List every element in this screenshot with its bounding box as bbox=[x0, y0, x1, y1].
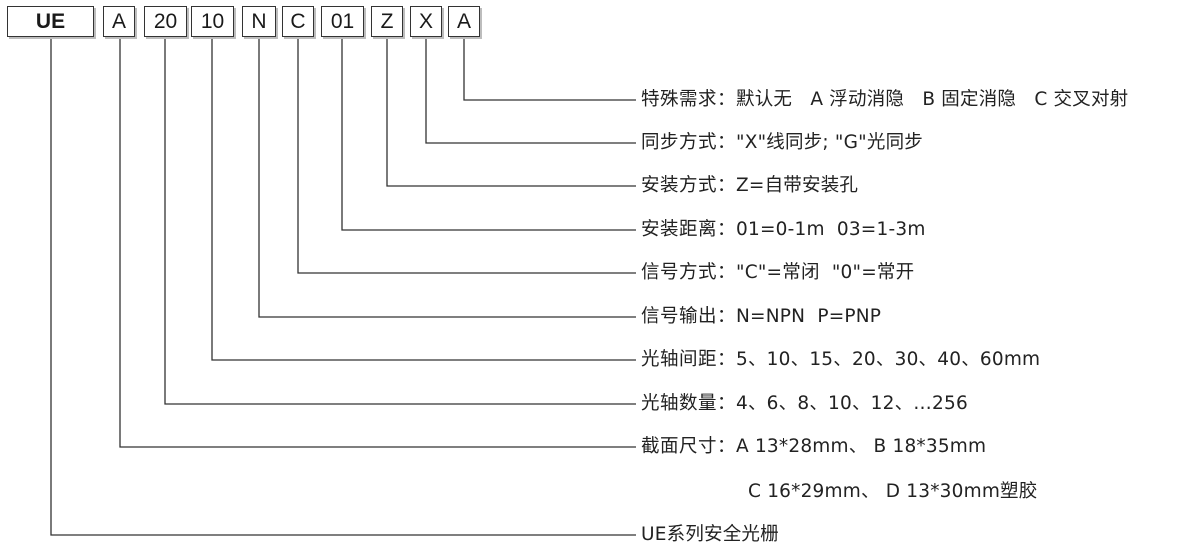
leader-line-axis-pitch bbox=[211, 39, 636, 361]
desc-value: N=NPN P=PNP bbox=[736, 306, 882, 327]
leader-line-sync bbox=[425, 39, 636, 144]
desc-value: A 13*28mm、 B 18*35mm bbox=[736, 436, 987, 457]
code-segment-special: A bbox=[448, 6, 480, 37]
desc-value: "C"=常闭 "0"=常开 bbox=[736, 262, 915, 283]
code-segment-axis-count: 20 bbox=[144, 6, 187, 37]
desc-signal-mode: 信号方式："C"=常闭 "0"=常开 bbox=[641, 262, 914, 284]
code-segment-sync-mode: X bbox=[410, 6, 442, 37]
desc-value: 4、6、8、10、12、…256 bbox=[736, 393, 968, 414]
desc-install-distance: 安装距离：01=0-1m 03=1-3m bbox=[641, 219, 926, 241]
desc-section-size-cont: C 16*29mm、 D 13*30mm塑胶 bbox=[748, 481, 1037, 503]
desc-label: 安装方式： bbox=[641, 175, 737, 196]
code-segment-signal-output: N bbox=[242, 6, 276, 37]
leader-line-series bbox=[50, 39, 636, 536]
desc-label: 光轴数量： bbox=[641, 393, 737, 414]
desc-label: 安装距离： bbox=[641, 219, 737, 240]
desc-value: 默认无 A 浮动消隐 B 固定消隐 C 交叉对射 bbox=[736, 89, 1129, 110]
desc-axis-pitch: 光轴间距：5、10、15、20、30、40、60mm bbox=[641, 349, 1040, 371]
desc-axis-count: 光轴数量：4、6、8、10、12、…256 bbox=[641, 393, 968, 415]
desc-value: 01=0-1m 03=1-3m bbox=[736, 219, 926, 240]
desc-label: 信号输出： bbox=[641, 306, 737, 327]
desc-value: Z=自带安装孔 bbox=[736, 175, 859, 196]
desc-value: 5、10、15、20、30、40、60mm bbox=[736, 349, 1041, 370]
desc-label: 光轴间距： bbox=[641, 349, 737, 370]
desc-signal-output: 信号输出：N=NPN P=PNP bbox=[641, 306, 881, 328]
leader-line-signal-output bbox=[258, 39, 636, 318]
code-segment-install-distance: 01 bbox=[321, 6, 364, 37]
code-segment-signal-mode: C bbox=[282, 6, 314, 37]
desc-value: C 16*29mm、 D 13*30mm塑胶 bbox=[748, 481, 1038, 502]
code-segment-axis-pitch: 10 bbox=[191, 6, 234, 37]
code-segment-section: A bbox=[103, 6, 135, 37]
desc-series: UE系列安全光栅 bbox=[641, 524, 779, 546]
leader-line-install-mode bbox=[386, 39, 636, 187]
code-segment-install-mode: Z bbox=[371, 6, 403, 37]
desc-value: "X"线同步; "G"光同步 bbox=[736, 132, 923, 153]
leader-line-axis-count bbox=[164, 39, 636, 405]
desc-special: 特殊需求：默认无 A 浮动消隐 B 固定消隐 C 交叉对射 bbox=[641, 89, 1128, 111]
leader-line-section bbox=[119, 39, 636, 448]
leader-line-signal-mode bbox=[297, 39, 636, 274]
desc-label: 截面尺寸： bbox=[641, 436, 737, 457]
leader-line-install-distance bbox=[341, 39, 636, 231]
code-segment-series: UE bbox=[7, 6, 94, 37]
desc-label: 特殊需求： bbox=[641, 89, 737, 110]
desc-label: 同步方式： bbox=[641, 132, 737, 153]
desc-install-mode: 安装方式：Z=自带安装孔 bbox=[641, 175, 858, 197]
desc-sync: 同步方式："X"线同步; "G"光同步 bbox=[641, 132, 923, 154]
desc-section-size: 截面尺寸：A 13*28mm、 B 18*35mm bbox=[641, 436, 986, 458]
leader-line-special bbox=[463, 39, 636, 101]
desc-label: 信号方式： bbox=[641, 262, 737, 283]
desc-value: UE系列安全光栅 bbox=[641, 524, 779, 545]
